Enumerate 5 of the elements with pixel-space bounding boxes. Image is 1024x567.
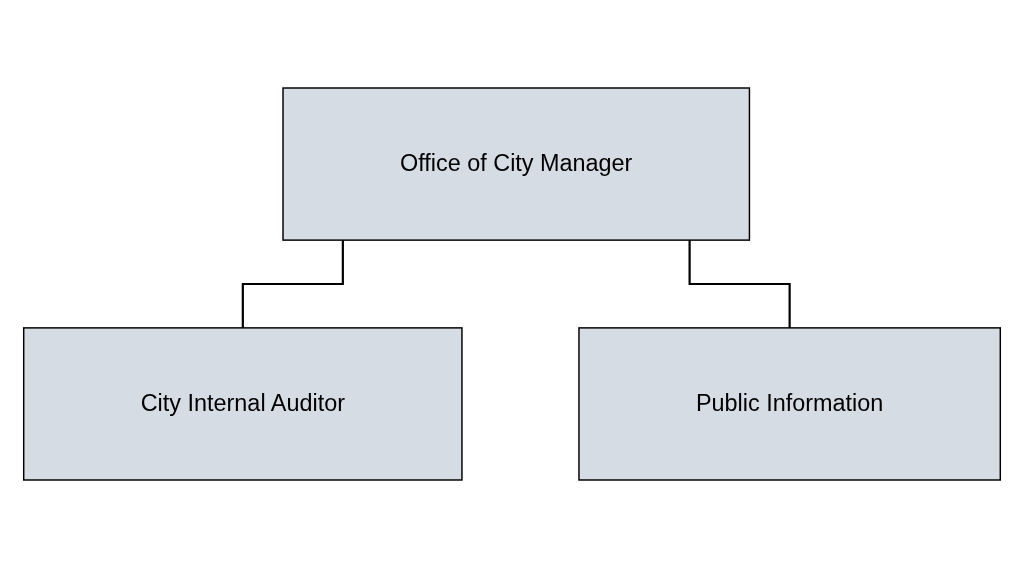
connector [241, 239, 344, 329]
node-box: Public Information [578, 326, 1002, 481]
node-box: Office of City Manager [282, 86, 751, 241]
node-box: City Internal Auditor [22, 326, 463, 481]
connector [688, 239, 791, 329]
